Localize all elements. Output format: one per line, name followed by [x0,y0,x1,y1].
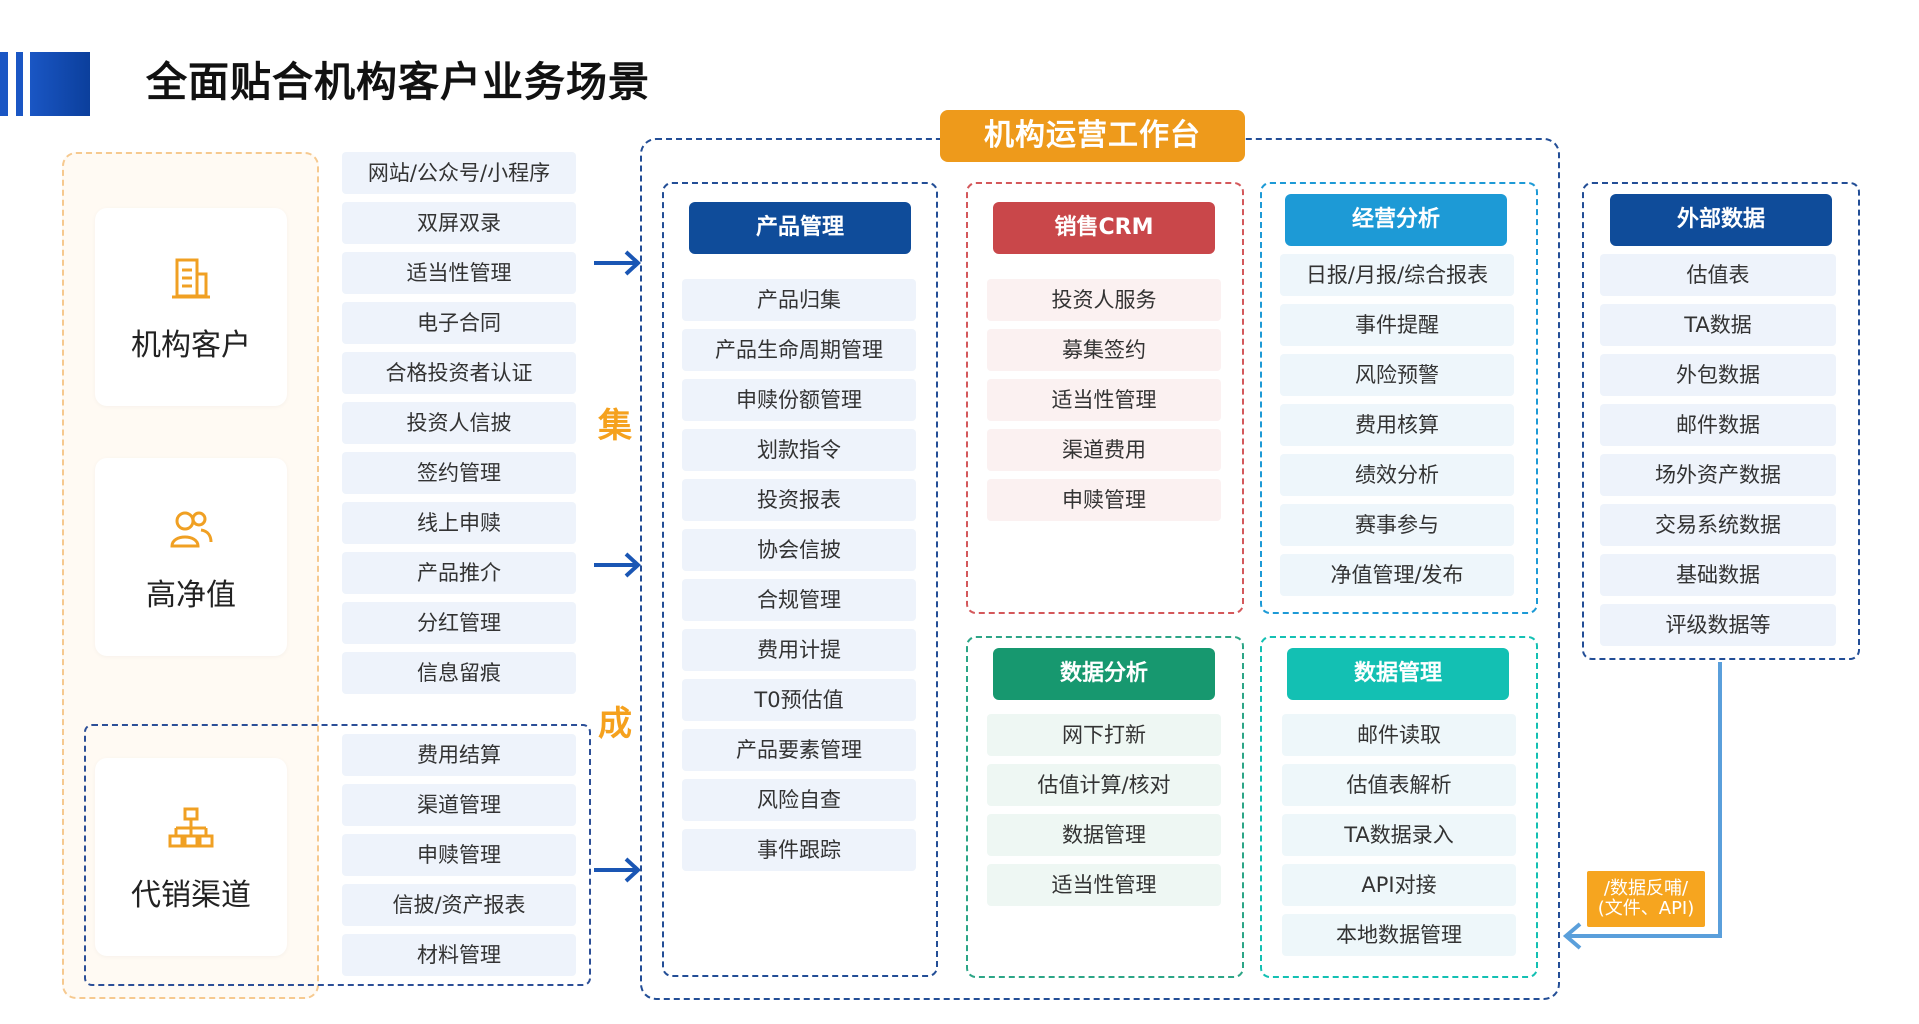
feedback-label: /数据反哺/ (文件、API) [1587,871,1705,927]
product-item: 产品归集 [682,279,916,321]
data-analysis-item: 数据管理 [987,814,1221,856]
arrow-right-icon [594,552,641,578]
crm-header: 销售CRM [993,202,1215,254]
product-item: 申赎份额管理 [682,379,916,421]
data-mgmt-item: API对接 [1282,864,1516,906]
channel-scenario-item: 渠道管理 [342,784,576,826]
crm-item: 募集签约 [987,329,1221,371]
data-analysis-header: 数据分析 [993,648,1215,700]
page-title: 全面贴合机构客户业务场景 [146,58,650,106]
org-chart-icon [95,806,287,852]
ops-analysis-item: 绩效分析 [1280,454,1514,496]
external-data-item: 外包数据 [1600,354,1836,396]
data-analysis-item: 估值计算/核对 [987,764,1221,806]
product-item: 投资报表 [682,479,916,521]
ops-analysis-item: 日报/月报/综合报表 [1280,254,1514,296]
data-mgmt-box [1260,636,1538,978]
data-analysis-box [966,636,1244,978]
product-item: 合规管理 [682,579,916,621]
external-data-item: 基础数据 [1600,554,1836,596]
feedback-line-2: (文件、API) [1597,898,1695,919]
workbench-title: 机构运营工作台 [940,110,1245,162]
channel-scenario-item: 材料管理 [342,934,576,976]
data-mgmt-header: 数据管理 [1287,648,1509,700]
product-mgmt-header: 产品管理 [689,202,911,254]
client-card-hnw: 高净值 [95,458,287,656]
external-data-item: 估值表 [1600,254,1836,296]
crm-item: 渠道费用 [987,429,1221,471]
scenario-item: 线上申赎 [342,502,576,544]
data-mgmt-item: 估值表解析 [1282,764,1516,806]
product-item: 风险自查 [682,779,916,821]
arrow-right-icon [594,857,641,883]
channel-scenario-item: 费用结算 [342,734,576,776]
scenario-item: 双屏双录 [342,202,576,244]
data-analysis-item: 适当性管理 [987,864,1221,906]
ops-analysis-item: 净值管理/发布 [1280,554,1514,596]
ops-analysis-box [1260,182,1538,614]
external-data-item: TA数据 [1600,304,1836,346]
scenario-item: 网站/公众号/小程序 [342,152,576,194]
data-analysis-item: 网下打新 [987,714,1221,756]
crm-item: 适当性管理 [987,379,1221,421]
crm-item: 申赎管理 [987,479,1221,521]
feedback-line-1: /数据反哺/ [1603,878,1689,899]
scenario-item: 适当性管理 [342,252,576,294]
client-card-channel: 代销渠道 [95,758,287,956]
data-mgmt-item: 本地数据管理 [1282,914,1516,956]
external-data-item: 邮件数据 [1600,404,1836,446]
header-accent-bar-2 [16,52,23,116]
channel-scenario-item: 信披/资产报表 [342,884,576,926]
channel-scenario-item: 申赎管理 [342,834,576,876]
feedback-connector-arrow [1562,662,1722,950]
building-icon [95,256,287,302]
external-data-item: 场外资产数据 [1600,454,1836,496]
product-mgmt-box [662,182,938,977]
crm-item: 投资人服务 [987,279,1221,321]
ops-analysis-header: 经营分析 [1285,194,1507,246]
client-label: 代销渠道 [131,878,251,913]
product-item: T0预估值 [682,679,916,721]
scenario-item: 签约管理 [342,452,576,494]
ops-analysis-item: 风险预警 [1280,354,1514,396]
ops-analysis-item: 事件提醒 [1280,304,1514,346]
product-item: 费用计提 [682,629,916,671]
scenario-item: 合格投资者认证 [342,352,576,394]
external-data-box [1582,182,1860,660]
client-card-institution: 机构客户 [95,208,287,406]
product-item: 划款指令 [682,429,916,471]
client-label: 高净值 [146,578,236,613]
external-data-item: 交易系统数据 [1600,504,1836,546]
client-label: 机构客户 [131,328,251,363]
product-item: 协会信披 [682,529,916,571]
ops-analysis-item: 赛事参与 [1280,504,1514,546]
scenario-item: 投资人信披 [342,402,576,444]
scenario-item: 电子合同 [342,302,576,344]
arrow-right-icon [594,250,641,276]
scenario-item: 产品推介 [342,552,576,594]
external-data-header: 外部数据 [1610,194,1832,246]
crm-box [966,182,1244,614]
scenario-item: 分红管理 [342,602,576,644]
data-mgmt-item: TA数据录入 [1282,814,1516,856]
external-data-item: 评级数据等 [1600,604,1836,646]
product-item: 产品生命周期管理 [682,329,916,371]
product-item: 产品要素管理 [682,729,916,771]
data-mgmt-item: 邮件读取 [1282,714,1516,756]
ops-analysis-item: 费用核算 [1280,404,1514,446]
scenario-item: 信息留痕 [342,652,576,694]
header-accent-bar-1 [0,52,8,116]
integration-label-1: 集 [598,406,632,446]
product-item: 事件跟踪 [682,829,916,871]
channel-group-box [84,724,591,986]
header-accent-block [30,52,90,116]
users-icon [95,506,287,552]
integration-label-2: 成 [598,704,632,744]
